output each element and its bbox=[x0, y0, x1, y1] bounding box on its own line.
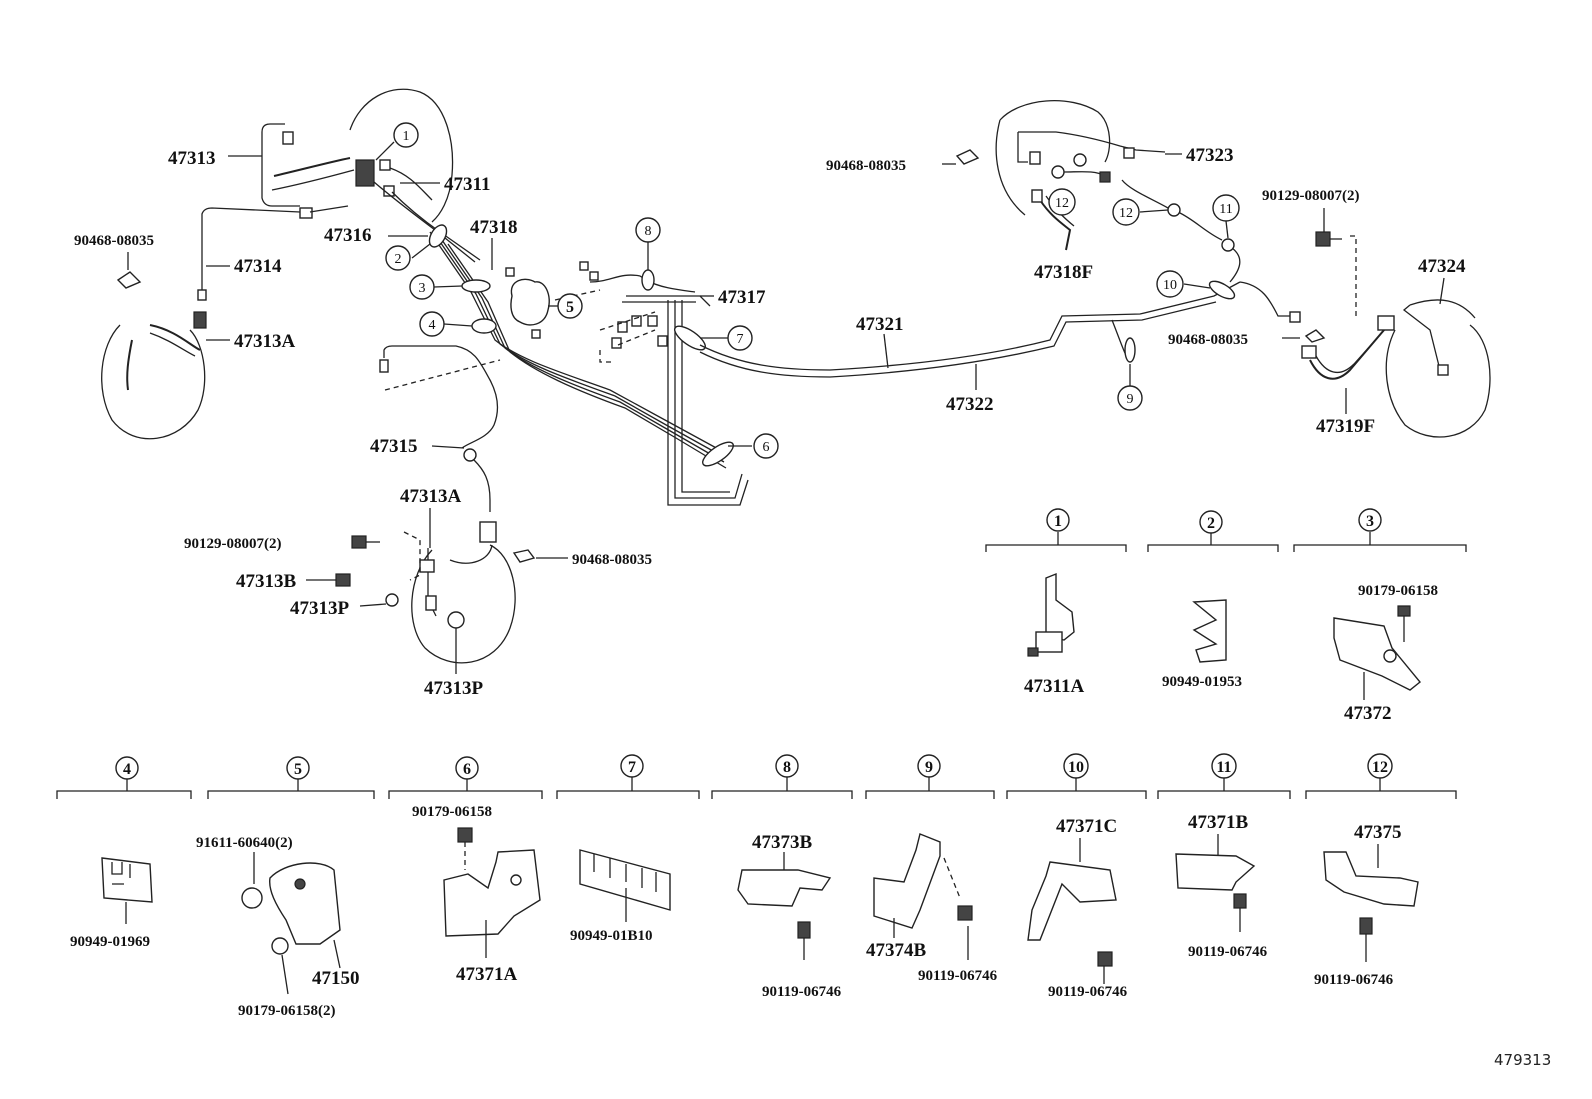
panel-3-part-1: 47372 bbox=[1344, 703, 1392, 724]
label-47324: 47324 bbox=[1418, 256, 1466, 277]
label-47313B: 47313B bbox=[236, 571, 297, 592]
panel-4-number: 4 bbox=[123, 761, 131, 778]
panel-2-number: 2 bbox=[1207, 515, 1215, 532]
callout-7: 7 bbox=[737, 332, 744, 347]
label-47313: 47313 bbox=[168, 148, 216, 169]
panel-12-part-0: 47375 bbox=[1354, 822, 1402, 843]
panel-10-part-0: 47371C bbox=[1056, 816, 1117, 837]
panel-11-part-1: 90119-06746 bbox=[1188, 944, 1268, 960]
panel-2-part-0: 90949-01953 bbox=[1162, 674, 1242, 690]
panel-8-header: 8 bbox=[775, 754, 799, 791]
rear-right-lower-brake bbox=[1301, 231, 1491, 438]
panel-7-number: 7 bbox=[628, 759, 636, 776]
label-47316: 47316 bbox=[324, 225, 372, 246]
label-47315: 47315 bbox=[370, 436, 418, 457]
left-hose-assembly bbox=[101, 205, 349, 440]
label-47318: 47318 bbox=[470, 217, 518, 238]
panel-9-part-1: 90119-06746 bbox=[918, 968, 998, 984]
label-90468-d: 90468-08035 bbox=[1168, 332, 1248, 348]
label-90129-a: 90129-08007(2) bbox=[184, 536, 282, 552]
callout-2: 2 bbox=[395, 252, 402, 267]
label-90468-c: 90468-08035 bbox=[826, 158, 906, 174]
diagram-reference-code: 479313 bbox=[1494, 1051, 1551, 1069]
panel-12-part-1: 90119-06746 bbox=[1314, 972, 1394, 988]
rear-lines bbox=[699, 179, 1301, 378]
label-90468-b: 90468-08035 bbox=[572, 552, 652, 568]
panel-9-number: 9 bbox=[925, 759, 933, 776]
panel-11-header: 11 bbox=[1211, 753, 1237, 791]
panel-8-number: 8 bbox=[783, 759, 791, 776]
callout-9: 9 bbox=[1127, 392, 1134, 407]
panel-3-part-0: 90179-06158 bbox=[1358, 583, 1438, 599]
callout-8: 8 bbox=[645, 224, 652, 239]
callout-1: 1 bbox=[403, 129, 410, 144]
panel-3-header: 3 bbox=[1358, 508, 1382, 545]
panel-2-header: 2 bbox=[1199, 510, 1223, 545]
label-90129-b: 90129-08007(2) bbox=[1262, 188, 1360, 204]
callout-circles: 1 2 3 4 5 6 7 8 9 10 11 12 12 bbox=[375, 122, 1240, 459]
label-47313A-low: 47313A bbox=[400, 486, 462, 507]
rear-right-upper-brake bbox=[955, 100, 1166, 251]
panel-3-number: 3 bbox=[1366, 513, 1374, 530]
detail-panels: 1 2 3 4 5 6 7 8 9 10 11 12 47311A 90949-… bbox=[56, 508, 1467, 1019]
callout-6: 6 bbox=[763, 440, 770, 455]
label-90468-a: 90468-08035 bbox=[74, 233, 154, 249]
panel-6-part-1: 47371A bbox=[456, 964, 518, 985]
panel-6-part-0: 90179-06158 bbox=[412, 804, 492, 820]
panel-1-header: 1 bbox=[1046, 508, 1070, 545]
panel-7-part-0: 90949-01B10 bbox=[570, 928, 653, 944]
panel-4-part-0: 90949-01969 bbox=[70, 934, 150, 950]
panel-6-number: 6 bbox=[463, 761, 471, 778]
callout-11: 11 bbox=[1219, 202, 1232, 217]
label-47322: 47322 bbox=[946, 394, 994, 415]
main-line-bundle bbox=[428, 224, 749, 506]
label-47323: 47323 bbox=[1186, 145, 1234, 166]
panel-1-part-0: 47311A bbox=[1024, 676, 1084, 697]
label-47313P-a: 47313P bbox=[290, 598, 350, 619]
panel-10-part-1: 90119-06746 bbox=[1048, 984, 1128, 1000]
label-47311: 47311 bbox=[444, 174, 490, 195]
callout-4: 4 bbox=[429, 318, 436, 333]
panel-10-number: 10 bbox=[1068, 759, 1084, 776]
panel-12-header: 12 bbox=[1367, 753, 1393, 791]
line-47315 bbox=[379, 345, 501, 512]
label-47313A-top: 47313A bbox=[234, 331, 296, 352]
callout-12a: 12 bbox=[1055, 196, 1069, 211]
label-47317: 47317 bbox=[718, 287, 766, 308]
label-47313P-b: 47313P bbox=[424, 678, 484, 699]
callout-10: 10 bbox=[1163, 278, 1177, 293]
panel-5-part-1: 47150 bbox=[312, 968, 360, 989]
panel-7-header: 7 bbox=[620, 754, 644, 791]
label-47318F: 47318F bbox=[1034, 262, 1093, 283]
panel-5-number: 5 bbox=[294, 761, 302, 778]
rear-left-brake-assembly bbox=[335, 521, 536, 664]
panel-5-part-0: 91611-60640(2) bbox=[196, 835, 293, 851]
panel-12-number: 12 bbox=[1372, 759, 1388, 776]
panel-11-part-0: 47371B bbox=[1188, 812, 1249, 833]
callout-3: 3 bbox=[419, 281, 426, 296]
panel-5-header: 5 bbox=[286, 756, 310, 791]
label-47321: 47321 bbox=[856, 314, 904, 335]
panel-1-number: 1 bbox=[1054, 513, 1062, 530]
panel-4-header: 4 bbox=[115, 756, 139, 791]
panel-9-header: 9 bbox=[917, 754, 941, 791]
callout-12b: 12 bbox=[1119, 206, 1133, 221]
panel-8-part-0: 47373B bbox=[752, 832, 813, 853]
panel-11-number: 11 bbox=[1216, 759, 1231, 776]
label-47314: 47314 bbox=[234, 256, 282, 277]
panel-10-header: 10 bbox=[1063, 753, 1089, 791]
label-47319F: 47319F bbox=[1316, 416, 1375, 437]
part-labels: 47313 47311 90468-08035 47314 47313A 473… bbox=[74, 145, 1466, 699]
callout-5: 5 bbox=[566, 299, 574, 316]
panel-5-part-2: 90179-06158(2) bbox=[238, 1003, 336, 1019]
panel-8-part-1: 90119-06746 bbox=[762, 984, 842, 1000]
panel-6-header: 6 bbox=[455, 756, 479, 791]
panel-9-part-0: 47374B bbox=[866, 940, 927, 961]
